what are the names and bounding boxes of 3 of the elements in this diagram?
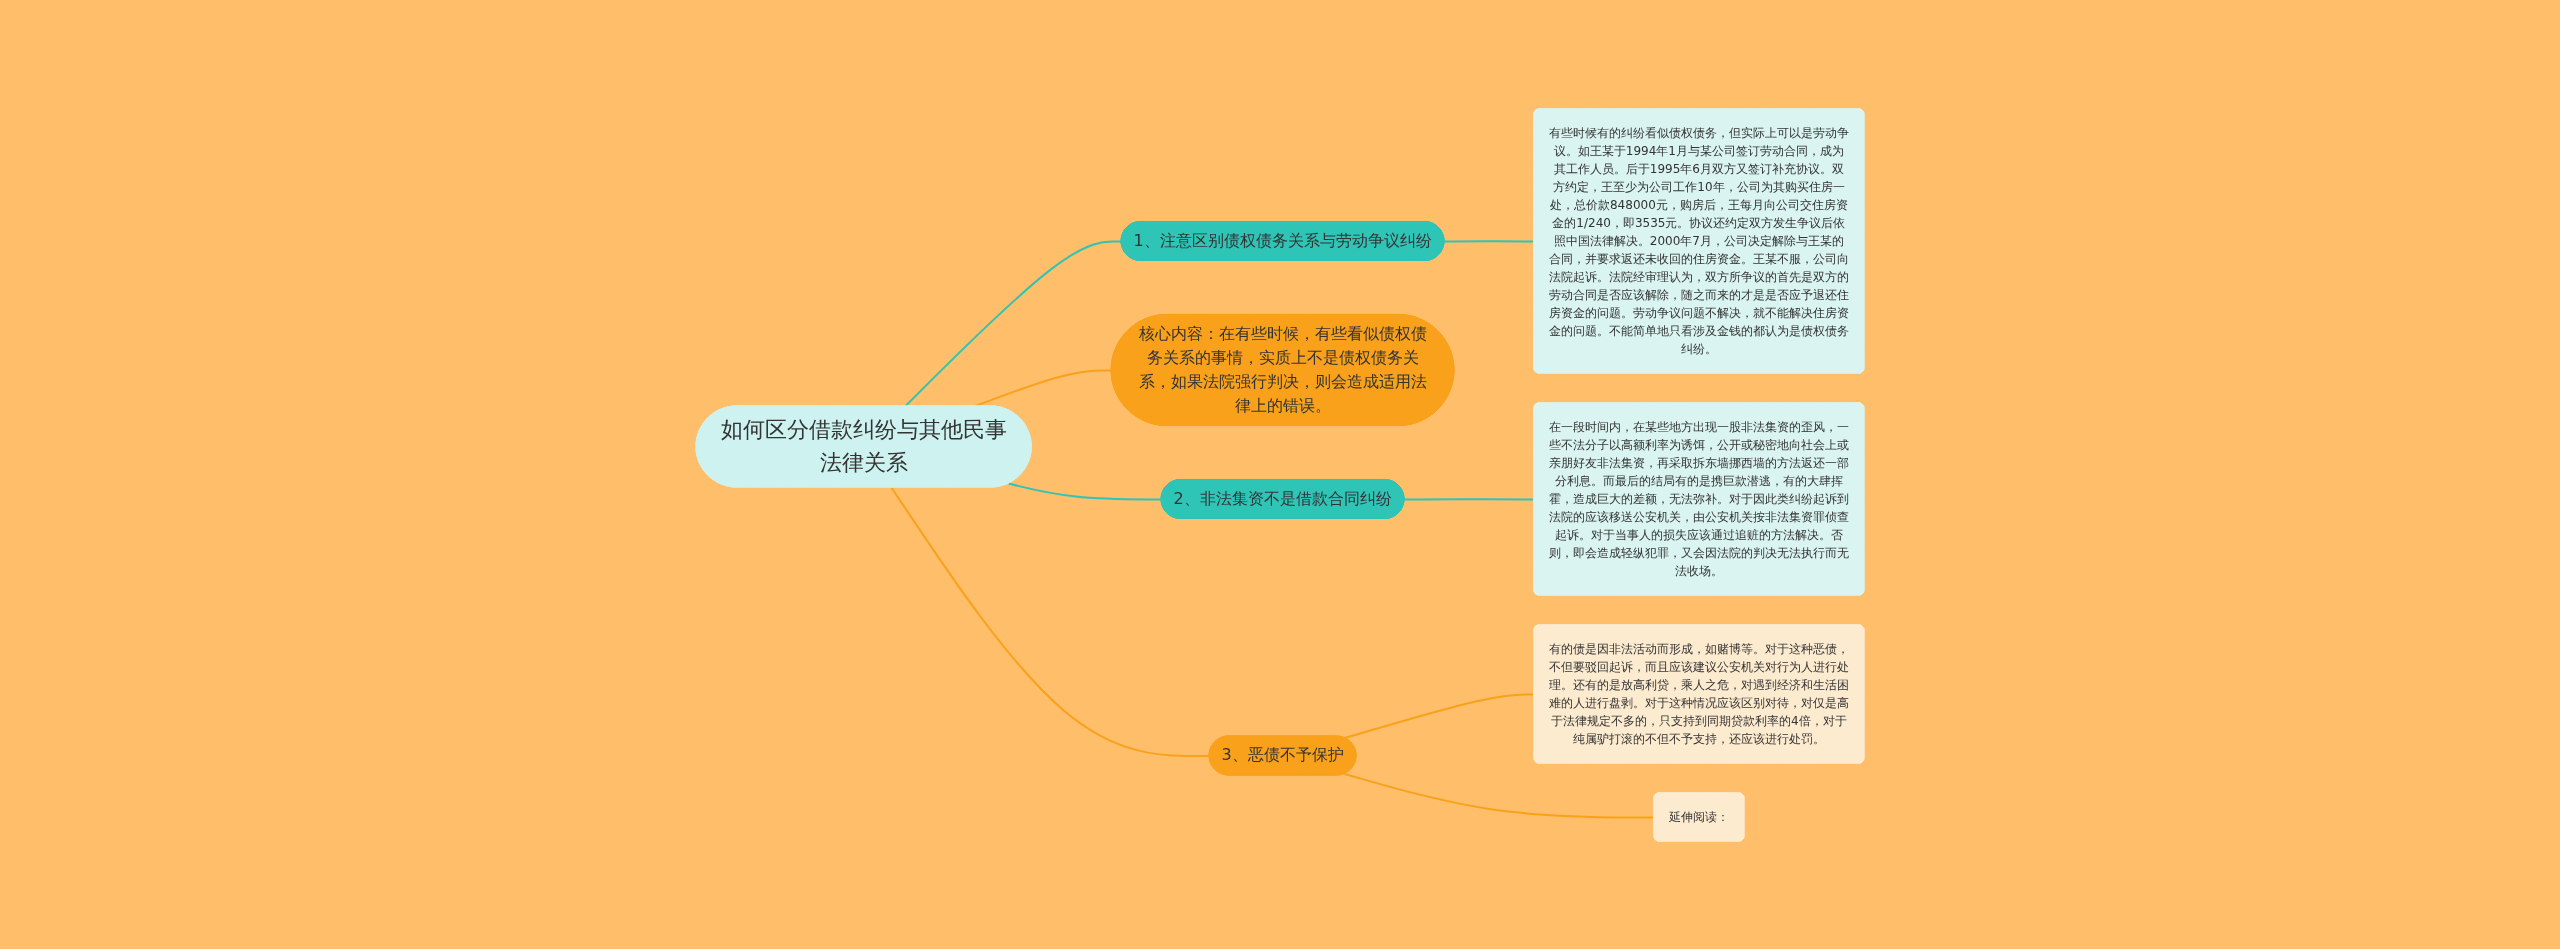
connector: [904, 239, 1123, 407]
connector: [1007, 482, 1163, 500]
connector: [890, 486, 1211, 757]
